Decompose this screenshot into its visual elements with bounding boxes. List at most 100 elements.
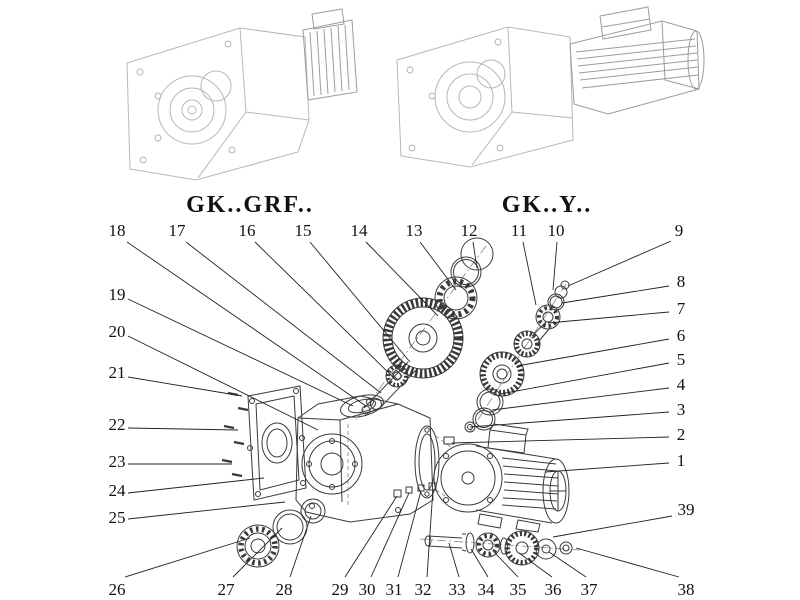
leader-line-14 xyxy=(365,241,439,317)
part-number-11: 11 xyxy=(511,221,527,240)
leader-line-34 xyxy=(470,548,489,578)
gearbox-y-drawing xyxy=(396,6,705,168)
flange-bolts xyxy=(221,391,249,478)
part-number-30: 30 xyxy=(359,580,376,599)
part-number-36: 36 xyxy=(545,580,562,599)
leader-line-2 xyxy=(451,436,670,444)
part-number-14: 14 xyxy=(351,221,369,240)
part-number-3: 3 xyxy=(677,400,686,419)
input-bearing xyxy=(434,276,478,320)
part-number-6: 6 xyxy=(677,326,686,345)
leader-line-4 xyxy=(491,387,670,411)
leader-line-24 xyxy=(127,477,265,494)
part-number-2: 2 xyxy=(677,425,686,444)
part-number-8: 8 xyxy=(677,272,686,291)
leader-line-15 xyxy=(309,241,411,363)
part-number-21: 21 xyxy=(109,363,126,382)
output-shaft-assembly xyxy=(424,530,573,566)
part-number-35: 35 xyxy=(510,580,527,599)
bevel-gear-stack xyxy=(472,351,525,431)
gearbox-grf-drawing xyxy=(126,8,358,181)
leader-line-28 xyxy=(289,515,312,578)
input-axis-centerline xyxy=(355,245,487,421)
leader-line-25 xyxy=(127,501,286,520)
leader-line-10 xyxy=(552,241,558,291)
motor-foot xyxy=(477,513,503,529)
part-number-20: 20 xyxy=(109,322,126,341)
part-number-25: 25 xyxy=(109,508,126,527)
output-bearing-rings xyxy=(236,498,326,568)
electric-motor xyxy=(433,423,570,533)
part-number-17: 17 xyxy=(169,221,187,240)
part-number-7: 7 xyxy=(677,299,686,318)
leader-line-5 xyxy=(499,362,670,395)
part-number-9: 9 xyxy=(675,221,684,240)
gear-housing xyxy=(295,394,453,523)
part-number-38: 38 xyxy=(678,580,695,599)
large-gear xyxy=(382,297,464,379)
part-number-1: 1 xyxy=(677,451,686,470)
leader-line-1 xyxy=(544,462,670,473)
leader-line-16 xyxy=(254,241,397,381)
y-motor-drawing xyxy=(569,6,705,115)
part-number-5: 5 xyxy=(677,350,686,369)
part-number-26: 26 xyxy=(109,580,126,599)
bevel-pinion-assembly xyxy=(513,280,570,358)
part-number-29: 29 xyxy=(332,580,349,599)
leader-line-37 xyxy=(548,551,587,578)
part-number-18: 18 xyxy=(109,221,126,240)
leader-line-19 xyxy=(127,298,354,407)
leader-line-26 xyxy=(124,537,251,578)
part-number-32: 32 xyxy=(415,580,432,599)
leader-line-17 xyxy=(185,241,382,394)
leader-line-22 xyxy=(127,427,239,431)
leader-line-6 xyxy=(516,338,670,367)
motor-foot xyxy=(515,519,541,533)
part-number-28: 28 xyxy=(276,580,293,599)
leader-line-32 xyxy=(426,488,434,578)
leader-line-12 xyxy=(472,241,478,269)
leader-line-3 xyxy=(469,411,670,428)
variant-label-grf: GK..GRF.. xyxy=(186,192,314,218)
leader-line-18 xyxy=(126,241,367,407)
mounting-flange-plate xyxy=(247,385,307,501)
leader-line-29 xyxy=(344,495,398,578)
leader-line-30 xyxy=(370,492,410,578)
variant-label-y: GK..Y.. xyxy=(502,192,592,218)
motor-key xyxy=(443,436,455,445)
leader-line-27 xyxy=(232,527,283,578)
part-number-33: 33 xyxy=(449,580,466,599)
part-number-23: 23 xyxy=(109,452,126,471)
part-number-31: 31 xyxy=(386,580,403,599)
leader-line-35 xyxy=(494,552,519,578)
leader-line-8 xyxy=(561,285,670,304)
leader-line-33 xyxy=(448,542,460,578)
grf-input-fin-cap xyxy=(302,8,358,101)
part-number-34: 34 xyxy=(478,580,496,599)
part-number-22: 22 xyxy=(109,415,126,434)
retaining-rings xyxy=(450,237,494,288)
leader-line-21 xyxy=(127,376,243,397)
part-number-13: 13 xyxy=(406,221,423,240)
part-number-16: 16 xyxy=(239,221,256,240)
exploded-view xyxy=(221,237,581,568)
leader-line-31 xyxy=(397,490,422,578)
part-number-15: 15 xyxy=(295,221,312,240)
part-number-19: 19 xyxy=(109,285,126,304)
leader-line-36 xyxy=(518,552,553,578)
part-number-37: 37 xyxy=(581,580,599,599)
part-number-27: 27 xyxy=(218,580,236,599)
part-number-10: 10 xyxy=(548,221,565,240)
leader-line-13 xyxy=(419,241,457,291)
shaft-key xyxy=(391,369,403,381)
pinion-gear xyxy=(385,364,409,388)
part-number-24: 24 xyxy=(109,481,127,500)
leader-line-7 xyxy=(547,311,670,324)
leader-line-20 xyxy=(127,335,319,431)
leader-line-9 xyxy=(567,240,672,287)
part-number-4: 4 xyxy=(677,375,686,394)
leader-line-39 xyxy=(552,515,673,538)
